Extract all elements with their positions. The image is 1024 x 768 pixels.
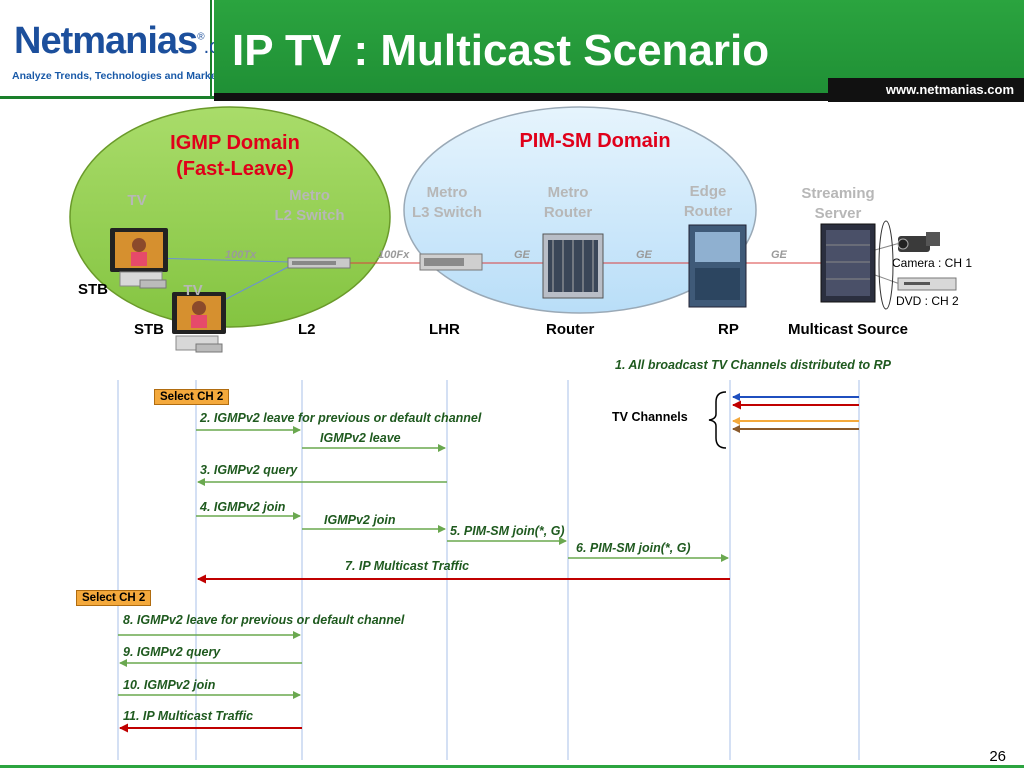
node-l2: L2	[298, 321, 316, 338]
node-lhr: LHR	[429, 321, 460, 338]
step-1-label: 1. All broadcast TV Channels distributed…	[615, 358, 891, 372]
link-server-camera	[874, 242, 901, 251]
link-label-ge-2: GE	[636, 249, 652, 261]
page-number: 26	[989, 748, 1006, 765]
slide-header: Netmanias®.com Analyze Trends, Technolog…	[0, 0, 1024, 102]
select-ch2-button-2[interactable]: Select CH 2	[76, 590, 152, 606]
camera-icon	[897, 232, 940, 252]
site-url: www.netmanias.com	[885, 82, 1014, 97]
logo-wordmark: Netmanias®.com	[14, 20, 247, 62]
step-10-label: 10. IGMPv2 join	[123, 678, 216, 692]
step-4-label: 4. IGMPv2 join	[200, 500, 286, 514]
metro-router-icon	[542, 233, 604, 299]
step-8-label: 8. IGMPv2 leave for previous or default …	[123, 613, 405, 627]
tv-stb-2-icon	[172, 292, 226, 353]
logo-tagline: Analyze Trends, Technologies and Market	[12, 70, 221, 82]
tv2-label: TV	[183, 282, 203, 299]
link-label-ge-3: GE	[771, 249, 787, 261]
node-multicast-source: Multicast Source	[788, 321, 909, 338]
metro-l3-switch-icon	[419, 253, 483, 271]
select-ch2-button-1[interactable]: Select CH 2	[154, 389, 230, 405]
edge-router-icon	[688, 224, 747, 308]
footer-bar	[0, 765, 1024, 768]
link-label-100tx: 100Tx	[225, 249, 257, 261]
tv-channels-brace	[708, 391, 727, 449]
step-6-label: 6. PIM-SM join(*, G)	[576, 541, 691, 555]
igmp-domain-title: IGMP Domain (Fast-Leave)	[170, 132, 300, 180]
camera-label: Camera : CH 1	[892, 256, 973, 270]
logo: Netmanias®.com Analyze Trends, Technolog…	[0, 0, 247, 96]
step-2b-label: IGMPv2 leave	[320, 431, 401, 445]
step-4b-label: IGMPv2 join	[324, 513, 396, 527]
logo-underline	[0, 96, 214, 99]
step-9-label: 9. IGMPv2 query	[123, 645, 221, 659]
lifelines	[117, 380, 860, 760]
step-2-label: 2. IGMPv2 leave for previous or default …	[200, 411, 482, 425]
url-tab	[828, 78, 1024, 102]
header-divider	[214, 93, 1024, 101]
step-7-label: 7. IP Multicast Traffic	[345, 559, 470, 573]
link-label-100fx: 100Fx	[378, 249, 410, 261]
stb-top-label: STB	[78, 281, 108, 298]
step-5-label: 5. PIM-SM join(*, G)	[450, 524, 565, 538]
step-3-label: 3. IGMPv2 query	[200, 463, 298, 477]
dvd-player-icon	[897, 277, 957, 291]
step-11-label: 11. IP Multicast Traffic	[123, 709, 254, 723]
tv1-label: TV	[127, 192, 147, 209]
node-stb: STB	[134, 321, 164, 338]
dvd-label: DVD : CH 2	[896, 294, 959, 308]
tv-channels-label: TV Channels	[612, 410, 688, 424]
pim-domain-title: PIM-SM Domain	[519, 130, 671, 152]
node-rp: RP	[718, 321, 739, 338]
node-router: Router	[546, 321, 595, 338]
source-bundle-ellipse	[878, 220, 894, 310]
pim-domain-ellipse	[403, 106, 757, 314]
tv-stb-1-icon	[110, 228, 168, 289]
link-stb1-l2	[149, 257, 291, 263]
link-label-ge-1: GE	[514, 249, 530, 261]
slide-title: IP TV : Multicast Scenario	[232, 26, 770, 75]
streaming-server-icon	[820, 223, 876, 303]
metro-l2-switch-icon	[287, 257, 351, 269]
